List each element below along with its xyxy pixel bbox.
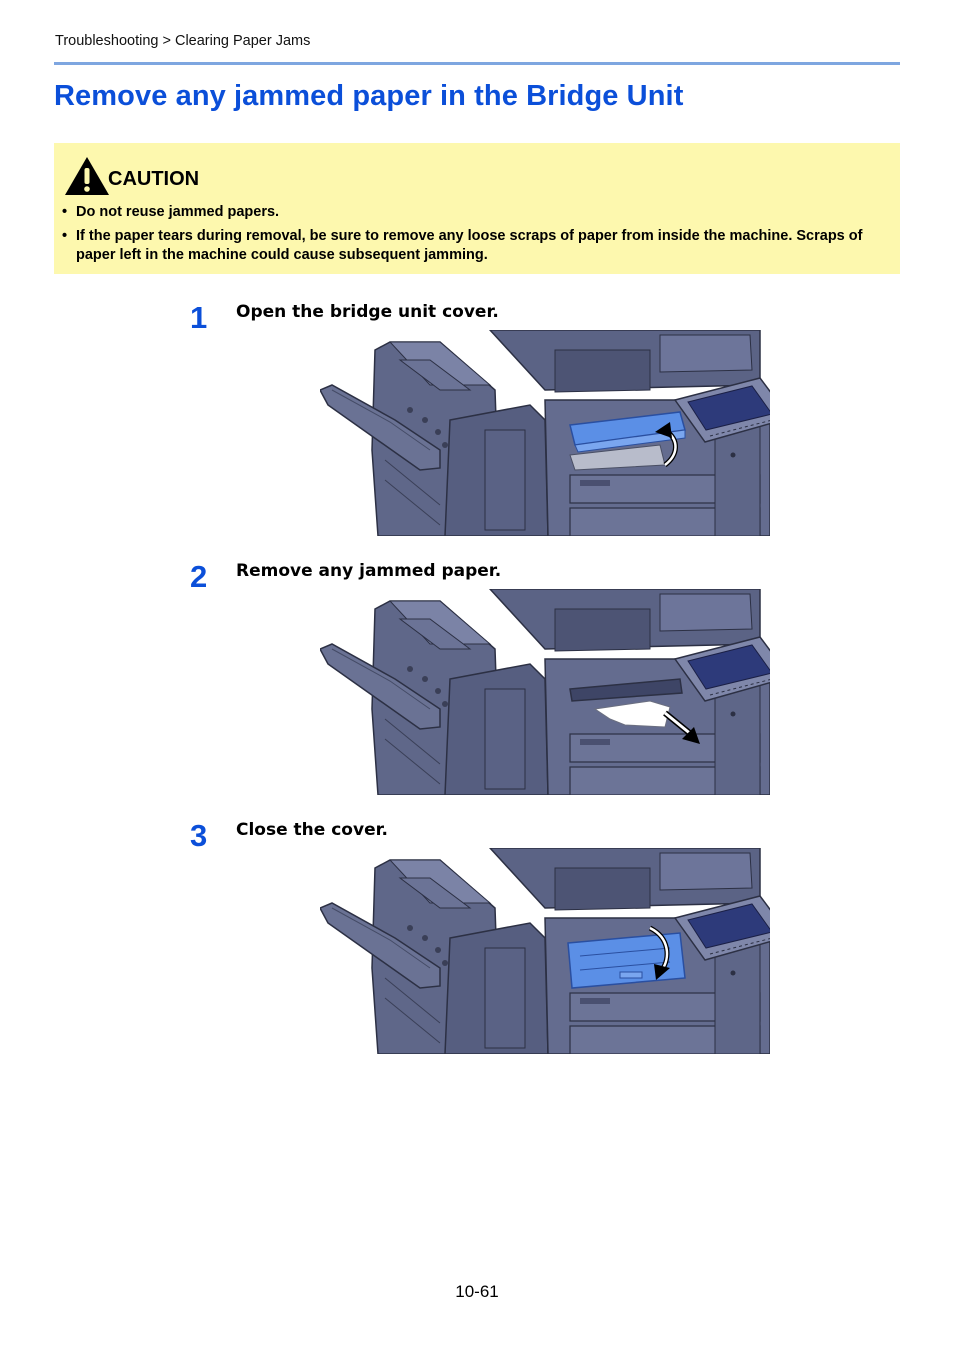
step-number: 1 xyxy=(190,300,208,335)
caution-item: •Do not reuse jammed papers. xyxy=(62,204,280,220)
page-title: Remove any jammed paper in the Bridge Un… xyxy=(54,80,684,112)
printer-illustration xyxy=(320,848,770,1054)
breadcrumb[interactable]: Troubleshooting > Clearing Paper Jams xyxy=(55,33,311,49)
printer-illustration xyxy=(320,330,770,536)
caution-box: CAUTION •Do not reuse jammed papers. •If… xyxy=(54,143,900,274)
step-text: Close the cover. xyxy=(236,820,389,840)
caution-list: •Do not reuse jammed papers. •If the pap… xyxy=(62,203,882,270)
step-number: 2 xyxy=(190,559,208,594)
printer-illustration xyxy=(320,589,770,795)
caution-header: CAUTION xyxy=(64,155,199,197)
step-text: Open the bridge unit cover. xyxy=(236,302,499,322)
caution-label: CAUTION xyxy=(108,167,200,190)
header-rule xyxy=(54,62,900,65)
step-text: Remove any jammed paper. xyxy=(236,561,502,581)
page-number: 10-61 xyxy=(455,1282,499,1301)
warning-icon xyxy=(65,157,109,195)
step-number: 3 xyxy=(190,818,208,853)
caution-item: •If the paper tears during removal, be s… xyxy=(62,228,863,263)
